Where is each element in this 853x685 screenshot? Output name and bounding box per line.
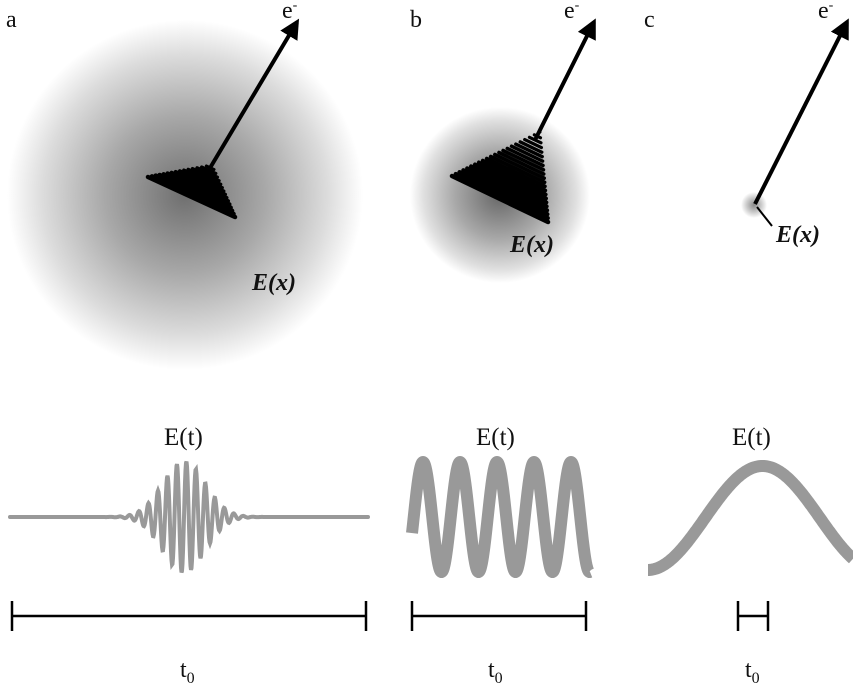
oscillation-b-segment [476,160,548,197]
oscillation-a-segment [161,172,232,207]
oscillation-a-segment [173,169,228,197]
waveform-a [8,460,370,574]
field-pointer-c [756,206,773,227]
oscillation-a-segment [169,170,229,200]
electron-trajectory-c [753,18,849,205]
oscillation-a-segment [177,169,226,194]
duration-bar-b [410,601,588,631]
oscillation-a-segment [186,167,223,187]
time-field-label-b: E(t) [476,424,515,451]
oscillation-b-segment [488,154,547,185]
panel-label-b: b [410,7,422,33]
panel-c: c e- E(x) E(t) t0 [644,0,853,685]
panel-label-c: c [644,7,655,33]
oscillation-b-segment [461,168,550,213]
spatial-field-label-b: E(x) [509,232,554,258]
waveform-c [648,460,853,576]
oscillation-b-segment [497,150,546,176]
oscillation-b-segment [457,169,550,217]
electron-trajectory-b [533,18,596,141]
oscillation-b-segment [509,144,545,163]
oscillation-b-segment [523,138,544,150]
oscillation-b-segment [518,140,544,154]
electron-label-c: e- [818,0,834,24]
oscillation-a-segment [195,166,220,179]
oscillation-b-segment [501,148,546,172]
duration-label-c: t0 [745,657,760,685]
panel-b: b e- E(x) E(t) t0 [406,0,596,685]
duration-bar-c [736,601,770,631]
spatial-field-label-a: E(x) [251,270,296,296]
oscillation-a-segment [157,172,233,210]
oscillation-a-segment [165,171,230,204]
electron-label-b: e- [564,0,580,24]
time-field-label-a: E(t) [164,424,203,451]
spatial-field-label-c: E(x) [775,222,820,248]
time-field-label-c: E(t) [732,424,771,451]
oscillation-b-segment [505,146,545,168]
oscillation-b-segment [480,158,548,193]
oscillation-a-segment [153,173,235,213]
electron-trajectory-a [208,18,300,170]
waveform-b [406,456,596,578]
duration-bar-a [10,601,368,631]
oscillation-a-segment [200,165,218,176]
oscillation-b-segment [449,173,551,225]
duration-label-a: t0 [180,657,195,685]
oscillation-b-segment [514,142,544,159]
oscillation-b-segment [453,171,550,221]
duration-label-b: t0 [488,657,503,685]
oscillation-b-segment [484,156,547,189]
oscillation-b-segment [493,152,546,181]
oscillation-a-segment [182,168,224,190]
oscillation-a-segment [190,166,221,183]
oscillation-b-segment [472,162,548,201]
field-oscillation-a [145,163,238,220]
electron-label-a: e- [282,0,298,24]
oscillation-b-segment [465,166,549,209]
oscillation-a-segment [145,174,238,220]
panel-label-a: a [6,7,17,33]
panel-a: a e- E(x) E(t) t0 [6,0,370,685]
oscillation-b-segment [469,164,549,205]
